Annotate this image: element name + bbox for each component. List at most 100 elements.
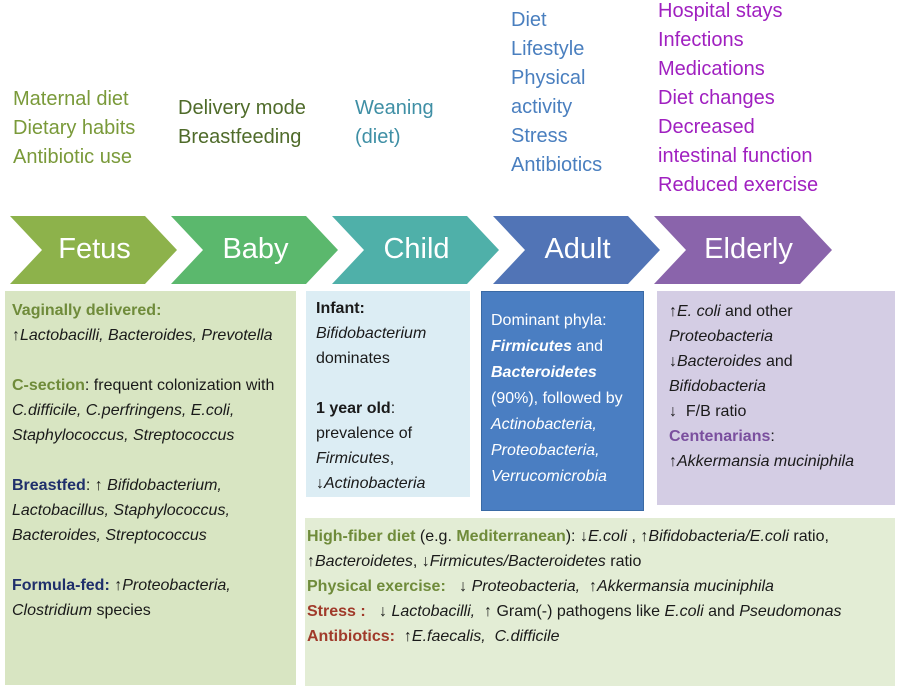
- breastfed-section: Breastfed: ↑ Bifidobacterium, Lactobacil…: [12, 477, 230, 544]
- down-arrow-icon: ↓: [579, 528, 588, 545]
- adult-bacteroidetes: Bacteroidetes: [491, 364, 597, 381]
- child-factors: Weaning (diet): [355, 97, 434, 148]
- antibiotics-title: Antibiotics:: [307, 628, 395, 645]
- high-fiber-title: High-fiber diet: [307, 528, 416, 545]
- hf-ecoli: E.coli: [587, 528, 628, 545]
- adult-firmicutes: Firmicutes: [491, 338, 572, 355]
- adult-box: Dominant phyla: Firmicutes and Bacteroid…: [481, 291, 644, 511]
- elderly-bacteroides: Bacteroides: [677, 353, 762, 370]
- down-arrow-icon: ↓: [459, 578, 468, 595]
- down-arrow-icon: ↓: [669, 353, 677, 370]
- high-fiber-close: ):: [565, 528, 580, 545]
- lifestyle-box: High-fiber diet (e.g. Mediterranean): ↓E…: [305, 518, 895, 686]
- stage-label-elderly: Elderly: [704, 233, 793, 265]
- formula-list: Proteobacteria, Clostridium: [12, 577, 231, 619]
- hf-bacteroidetes: Bacteroidetes: [315, 553, 413, 570]
- chevron-adult: [493, 216, 660, 284]
- chevron-child: [332, 216, 499, 284]
- stress-pseudo: Pseudomonas: [739, 603, 842, 620]
- exercise-akk: Akkermansia muciniphila: [596, 578, 774, 595]
- up-arrow-icon: ↑: [640, 528, 649, 545]
- up-arrow-icon: ↑: [484, 603, 492, 620]
- fetus-baby-box: Vaginally delivered: ↑Lactobacilli, Bact…: [5, 291, 296, 685]
- one-year-section: 1 year old: prevalence of Firmicutes, ↓A…: [316, 400, 426, 492]
- high-fiber-section: High-fiber diet (e.g. Mediterranean): ↓E…: [307, 524, 889, 574]
- csection-title: C-section: [12, 377, 85, 394]
- csection-text: : frequent colonization with: [84, 377, 275, 394]
- fetus-factors: Maternal diet Dietary habits Antibiotic …: [13, 88, 136, 168]
- up-arrow-icon: ↑: [588, 578, 597, 595]
- elderly-and: and: [761, 353, 793, 370]
- stress-lacto: Lactobacilli,: [391, 603, 476, 620]
- up-arrow-icon: ↑: [307, 553, 315, 570]
- vaginal-title: Vaginally delivered:: [12, 302, 162, 319]
- adult-others: Actinobacteria, Proteobacteria, Verrucom…: [491, 416, 607, 485]
- elderly-akk: Akkermansia muciniphila: [677, 453, 854, 470]
- infant-title: Infant:: [316, 300, 365, 317]
- elderly-factors: Hospital stays Infections Medications Di…: [658, 0, 819, 196]
- exercise-title: Physical exercise:: [307, 578, 446, 595]
- stage-label-baby: Baby: [222, 233, 289, 265]
- formula-title: Formula-fed:: [12, 577, 110, 594]
- adult-pct: (90%), followed by: [491, 390, 623, 407]
- adult-factors: Diet Lifestyle Physical activity Stress …: [511, 9, 603, 176]
- down-arrow-icon: ↓: [421, 553, 430, 570]
- stage-label-child: Child: [383, 233, 450, 265]
- up-arrow-icon: ↑: [94, 477, 103, 494]
- formula-suffix: species: [92, 602, 151, 619]
- hf-ratio2: ratio: [605, 553, 642, 570]
- infant-genus: Bifidobacterium: [316, 325, 427, 342]
- csection-list: C.difficile, C.perfringens, E.coli, Stap…: [12, 402, 235, 444]
- infant-text: dominates: [316, 350, 390, 367]
- adult-intro: Dominant phyla:: [491, 312, 607, 329]
- one-year-text: : prevalence of: [316, 400, 413, 442]
- baby-factors: Delivery mode Breastfeeding: [178, 97, 306, 148]
- elderly-fb: F/B ratio: [685, 403, 747, 420]
- antibiotics-cdiff: C.difficile: [494, 628, 560, 645]
- adult-and: and: [571, 338, 604, 355]
- csection-section: C-section: frequent colonization with C.…: [12, 373, 290, 448]
- stress-ecoli: E.coli: [664, 603, 704, 620]
- breastfed-title: Breastfed: [12, 477, 86, 494]
- infant-section: Infant: Bifidobacterium dominates: [316, 296, 462, 371]
- stress-section: Stress : ↓ Lactobacilli, ↑ Gram(-) patho…: [307, 599, 889, 624]
- antibiotics-efaec: E.faecalis,: [411, 628, 486, 645]
- chevron-fetus: [10, 216, 177, 284]
- elderly-box: ↑E. coli and other Proteobacteria ↓Bacte…: [657, 291, 895, 505]
- breastfed-list: Bifidobacterium, Lactobacillus, Staphylo…: [12, 477, 230, 544]
- antibiotics-section: Antibiotics: ↑E.faecalis, C.difficile: [307, 624, 889, 649]
- hf-comma: ,: [627, 528, 641, 545]
- elderly-and-other: and other: [720, 303, 793, 320]
- exercise-proteo: Proteobacteria,: [471, 578, 581, 595]
- elderly-ecoli: E. coli: [677, 303, 721, 320]
- down-arrow-icon: ↓: [316, 475, 324, 492]
- hf-bif-ecoli: Bifidobacteria/E.coli: [648, 528, 789, 545]
- stage-label-fetus: Fetus: [58, 233, 131, 265]
- up-arrow-icon: ↑: [669, 303, 677, 320]
- down-arrow-icon: ↓: [379, 603, 388, 620]
- mediterranean-text: Mediterranean: [456, 528, 566, 545]
- firmicutes-text: Firmicutes: [316, 450, 390, 467]
- formula-section: Formula-fed: ↑Proteobacteria, Clostridiu…: [12, 573, 290, 623]
- up-arrow-icon: ↑: [12, 327, 20, 344]
- stress-and: and: [703, 603, 735, 620]
- chevron-elderly: [654, 216, 832, 284]
- stress-title: Stress :: [307, 603, 366, 620]
- elderly-proteo: Proteobacteria: [669, 328, 774, 345]
- elderly-text: ↑E. coli and other Proteobacteria ↓Bacte…: [669, 303, 854, 470]
- up-arrow-icon: ↑: [403, 628, 412, 645]
- stress-gram: Gram(-) pathogens like: [492, 603, 665, 620]
- elderly-bifido: Bifidobacteria: [669, 378, 766, 395]
- up-arrow-icon: ↑: [669, 453, 677, 470]
- hf-comma2: ,: [412, 553, 422, 570]
- centenarians-title: Centenarians: [669, 428, 771, 445]
- exercise-section: Physical exercise: ↓ Proteobacteria, ↑Ak…: [307, 574, 889, 599]
- child-box: Infant: Bifidobacterium dominates 1 year…: [306, 291, 470, 497]
- down-arrow-icon: ↓: [669, 403, 677, 420]
- vaginal-section: Vaginally delivered: ↑Lactobacilli, Bact…: [12, 298, 290, 348]
- up-arrow-icon: ↑: [114, 577, 123, 594]
- actino-text: Actinobacteria: [324, 475, 426, 492]
- hf-ratio: ratio,: [793, 528, 829, 545]
- one-year-title: 1 year old: [316, 400, 391, 417]
